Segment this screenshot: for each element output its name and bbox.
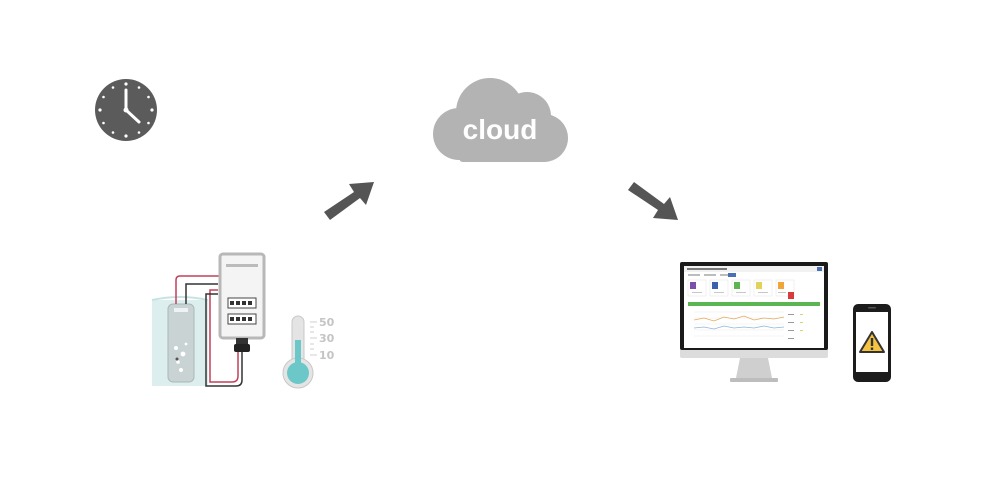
- thermometer-label-50: 50: [319, 316, 335, 329]
- thermometer-icon: 50 30 10: [282, 314, 338, 390]
- sensor-device: [150, 252, 272, 392]
- thermometer-label-10: 10: [319, 349, 335, 362]
- arrow-up-right-icon: [322, 178, 378, 224]
- warning-icon: [859, 331, 885, 353]
- clock-icon: [94, 78, 158, 142]
- thermometer-label-30: 30: [319, 332, 335, 345]
- monitor: [680, 262, 828, 386]
- arrow-down-right-icon: [626, 178, 682, 224]
- smartphone: [853, 304, 891, 382]
- cloud-label: cloud: [462, 114, 538, 145]
- cloud-icon: cloud: [432, 76, 572, 164]
